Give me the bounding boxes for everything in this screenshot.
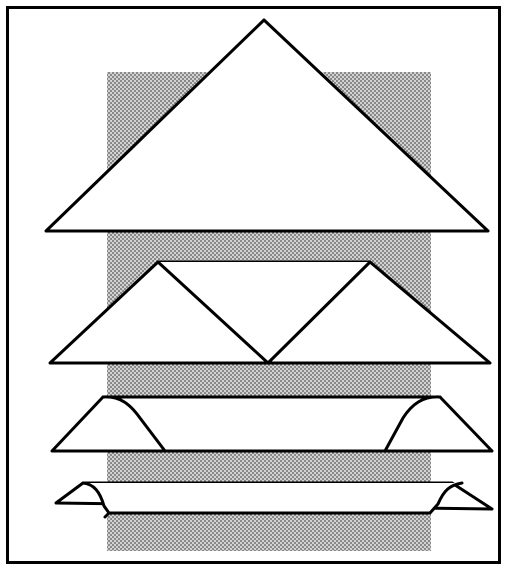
panel-3-trapezoid [52, 397, 492, 451]
panel-4-band [56, 483, 492, 517]
